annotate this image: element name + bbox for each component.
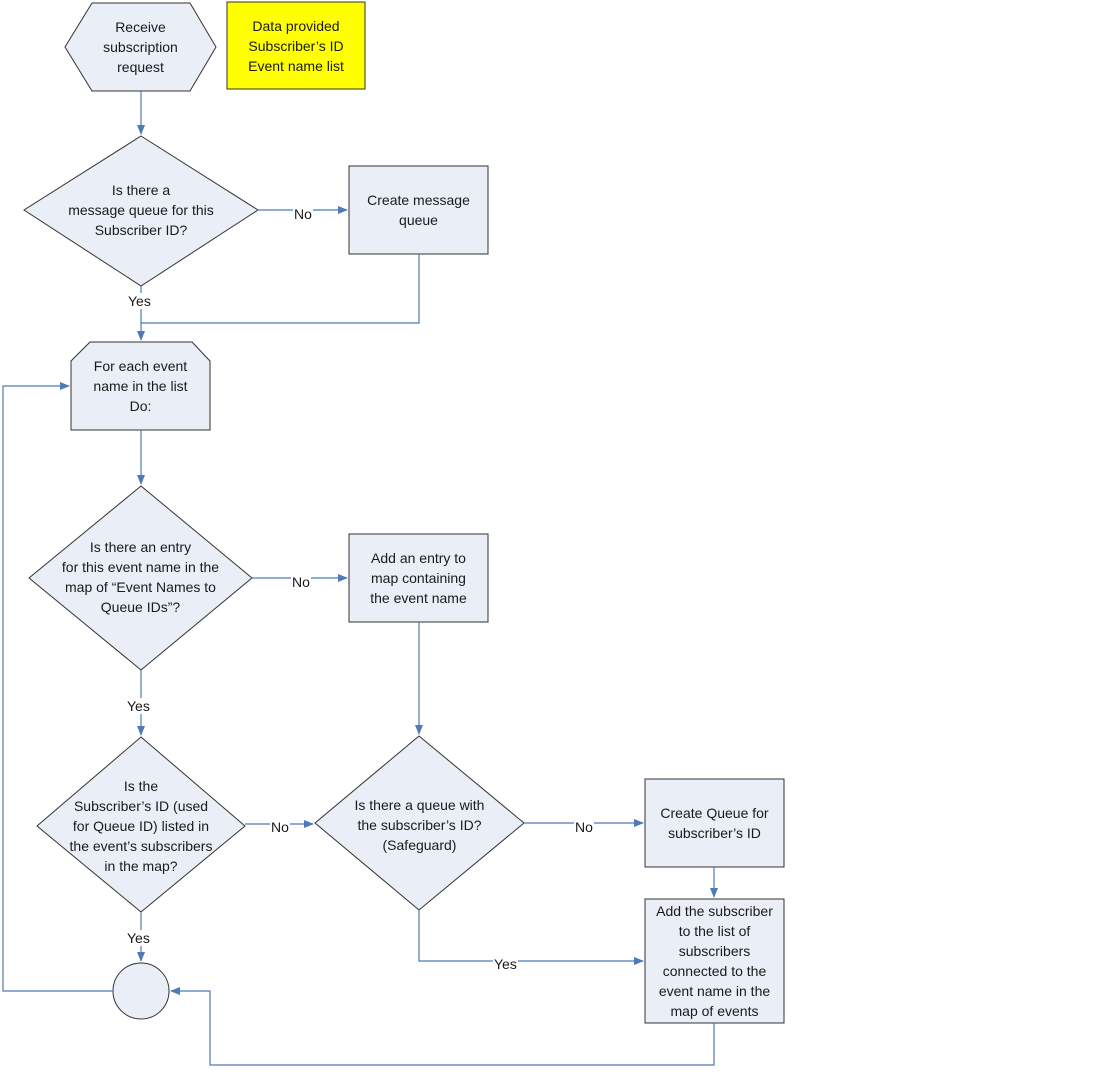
- label-line: for Queue ID) listed in: [72, 818, 210, 834]
- edge-label-safeguard-yes: Yes: [493, 956, 518, 972]
- label-line: For each event: [93, 358, 188, 374]
- edge-label-entry-yes: Yes: [126, 698, 151, 714]
- label-line: message queue for this: [68, 202, 214, 218]
- start-node-label: Receive subscription request: [65, 3, 216, 91]
- add-entry-label: Add an entry to map containing the event n…: [349, 534, 488, 622]
- label-lines: Is there an entry for this event name in …: [62, 537, 219, 617]
- label-line: Queue IDs”?: [100, 599, 181, 615]
- label-lines: Create message queue: [367, 190, 470, 230]
- join-connector-shape: [112, 962, 170, 1020]
- label-line: map of “Event Names to: [65, 579, 216, 595]
- label-lines: Is there a queue with the subscriber’s ID…: [355, 795, 485, 855]
- label-line: Do:: [129, 398, 152, 414]
- label-line: Is there a: [111, 182, 171, 198]
- label-line: to the list of: [678, 923, 751, 939]
- label-lines: Receive subscription request: [103, 17, 178, 77]
- label-line: event name in the: [658, 983, 771, 999]
- edge-add-sub-to-join: [170, 987, 715, 1066]
- label-line: Subscriber ID?: [94, 222, 188, 238]
- create-message-queue-label: Create message queue: [349, 166, 488, 254]
- start-node-shape: [64, 2, 217, 92]
- decision-entry-label: Is there an entry for this event name in …: [29, 532, 252, 622]
- edge-create-mq-merge: [141, 254, 420, 324]
- label-line: Add an entry to: [371, 550, 466, 566]
- label-line: for this event name in the: [61, 559, 220, 575]
- edge-label-listed-no: No: [270, 819, 290, 835]
- label-lines: Add an entry to map containing the event n…: [370, 548, 467, 608]
- label-line: Create Queue for: [660, 805, 769, 821]
- label-line: map of events: [670, 1003, 759, 1019]
- edge-label-queue-no: No: [293, 206, 313, 222]
- label-line: Is there a queue with: [354, 797, 485, 813]
- create-message-queue-shape: [348, 165, 489, 255]
- label-line: name in the list: [93, 378, 188, 394]
- label-line: Add the subscriber: [656, 903, 773, 919]
- create-queue-label: Create Queue for subscriber’s ID: [645, 779, 784, 867]
- label-line: subscribers: [678, 943, 751, 959]
- edge-label-queue-yes: Yes: [127, 293, 152, 309]
- label-line: the event’s subscribers: [69, 838, 213, 854]
- note-shape: [226, 1, 366, 90]
- add-subscriber-shape: [644, 898, 785, 1024]
- label-line: Receive: [115, 19, 166, 35]
- label-line: Subscriber’s ID: [248, 37, 344, 54]
- label-lines: Create Queue for subscriber’s ID: [660, 803, 768, 843]
- label-line: in the map?: [104, 858, 178, 874]
- label-line: the event name: [370, 590, 467, 606]
- label-line: subscription: [103, 39, 178, 55]
- edge-safeguard-yes: [418, 910, 644, 965]
- label-line: queue: [399, 212, 438, 228]
- edge-label-safeguard-no: No: [574, 819, 594, 835]
- edge-label-entry-no: No: [291, 574, 311, 590]
- label-line: Event name list: [248, 57, 344, 74]
- label-lines: Add the subscriber to the list of subscrib…: [656, 901, 773, 1021]
- label-line: (Safeguard): [382, 837, 457, 853]
- add-entry-shape: [348, 533, 489, 623]
- label-line: request: [117, 59, 164, 75]
- label-line: Is the: [123, 778, 159, 794]
- edge-label-listed-yes: Yes: [126, 930, 151, 946]
- label-line: the subscriber’s ID?: [357, 817, 482, 833]
- loop-limit-shape: [70, 341, 211, 431]
- label-line: map containing: [371, 570, 466, 586]
- edge-loop-back: [2, 382, 113, 992]
- label-line: Is there an entry: [89, 539, 192, 555]
- label-line: connected to the: [662, 963, 767, 979]
- label-line: Create message: [367, 192, 470, 208]
- label-line: subscriber’s ID: [668, 825, 761, 841]
- decision-safeguard-label: Is there a queue with the subscriber’s ID…: [315, 795, 524, 855]
- add-subscriber-label: Add the subscriber to the list of subscrib…: [645, 899, 784, 1023]
- label-line: Data provided: [252, 17, 340, 34]
- label-line: Subscriber’s ID (used: [73, 798, 209, 814]
